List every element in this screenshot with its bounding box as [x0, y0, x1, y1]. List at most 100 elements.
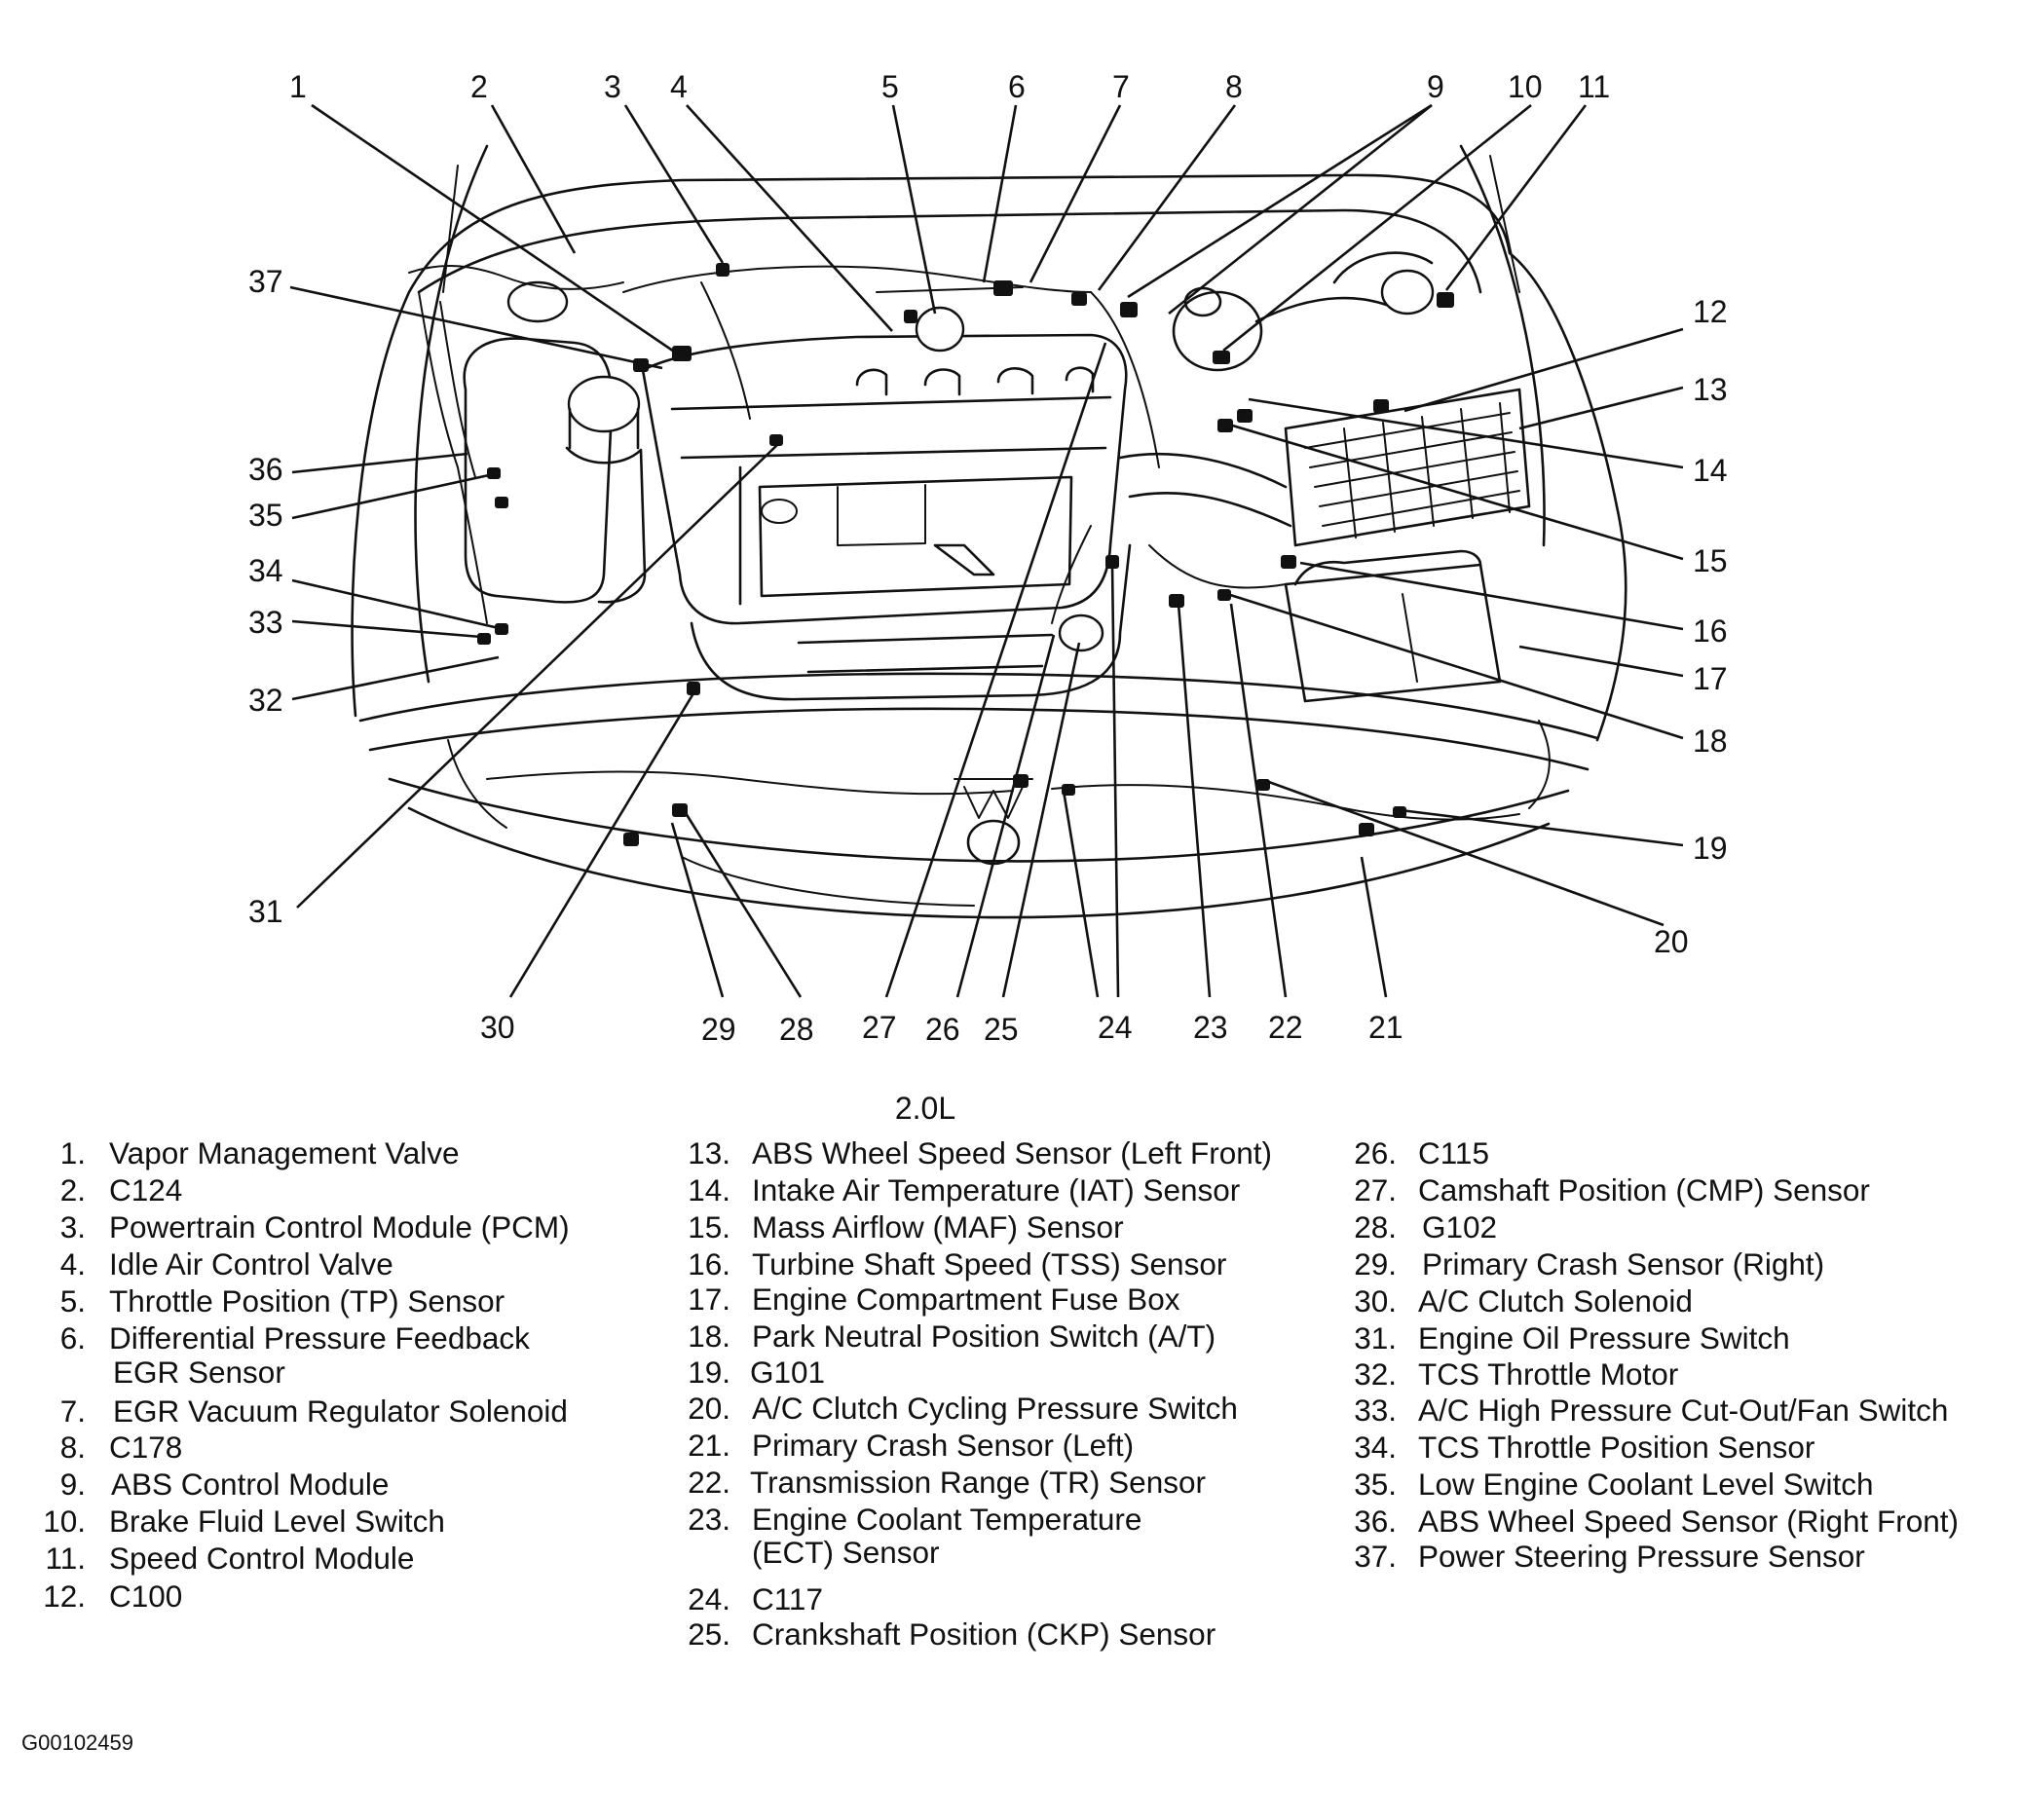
legend-number: 28. [1354, 1209, 1397, 1244]
callout-19: 19 [1693, 831, 1728, 866]
legend-text: EGR Vacuum Regulator Solenoid [113, 1393, 568, 1429]
callout-8: 8 [1225, 69, 1243, 104]
legend-number: 5. [59, 1283, 86, 1319]
legend-text: Vapor Management Valve [109, 1135, 460, 1170]
callout-25: 25 [984, 1012, 1019, 1047]
callout-32: 32 [248, 683, 283, 718]
callout-1: 1 [289, 69, 307, 104]
legend-number: 35. [1354, 1467, 1397, 1502]
legend-text: G102 [1422, 1209, 1498, 1244]
legend-text: Throttle Position (TP) Sensor [109, 1283, 505, 1319]
legend-text: C100 [109, 1579, 183, 1614]
legend-number: 36. [1354, 1504, 1397, 1539]
legend-text: (ECT) Sensor [752, 1535, 940, 1570]
legend-number: 25. [688, 1616, 730, 1652]
callout-29: 29 [701, 1012, 736, 1047]
legend-number: 13. [688, 1135, 730, 1170]
callout-11: 11 [1578, 69, 1610, 104]
legend-number: 30. [1354, 1283, 1397, 1319]
callout-33: 33 [248, 605, 283, 640]
callout-26: 26 [925, 1012, 960, 1047]
legend-number: 6. [59, 1320, 86, 1356]
legend-number: 9. [59, 1467, 86, 1502]
legend-text: Turbine Shaft Speed (TSS) Sensor [752, 1246, 1227, 1281]
legend-number: 31. [1354, 1320, 1397, 1356]
legend-number: 1. [59, 1135, 86, 1170]
callout-22: 22 [1268, 1010, 1303, 1045]
legend-number: 2. [59, 1172, 86, 1207]
legend-number: 18. [688, 1319, 730, 1354]
legend-text: Primary Crash Sensor (Left) [752, 1428, 1135, 1463]
legend-text: TCS Throttle Position Sensor [1418, 1430, 1815, 1465]
legend-text: Power Steering Pressure Sensor [1418, 1539, 1865, 1574]
legend-number: 3. [59, 1209, 86, 1244]
callout-18: 18 [1693, 724, 1728, 759]
legend-text: Mass Airflow (MAF) Sensor [752, 1209, 1124, 1244]
callout-6: 6 [1008, 69, 1026, 104]
callout-9: 9 [1427, 69, 1444, 104]
callout-4: 4 [670, 69, 688, 104]
legend-number: 20. [688, 1391, 730, 1426]
legend-number: 34. [1354, 1430, 1397, 1465]
legend-number: 27. [1354, 1172, 1397, 1207]
legend-text: C124 [109, 1172, 183, 1207]
callout-5: 5 [881, 69, 899, 104]
legend-text: EGR Sensor [113, 1355, 285, 1390]
callout-15: 15 [1693, 543, 1728, 578]
legend-number: 16. [688, 1246, 730, 1281]
callout-23: 23 [1193, 1010, 1228, 1045]
callout-31: 31 [248, 894, 283, 929]
legend-text: Brake Fluid Level Switch [109, 1504, 445, 1539]
legend-number: 14. [688, 1172, 730, 1207]
callout-7: 7 [1112, 69, 1130, 104]
callout-28: 28 [779, 1012, 814, 1047]
legend-text: Primary Crash Sensor (Right) [1422, 1246, 1825, 1281]
callout-21: 21 [1368, 1010, 1403, 1045]
legend-text: Engine Oil Pressure Switch [1418, 1320, 1790, 1356]
callout-17: 17 [1693, 661, 1728, 696]
callout-14: 14 [1693, 453, 1728, 488]
callout-2: 2 [470, 69, 488, 104]
legend-text: Idle Air Control Valve [109, 1246, 393, 1281]
callout-numbers: 1 2 3 4 5 6 7 8 9 10 11 12 13 14 15 16 1… [248, 69, 1728, 1047]
legend-text: C117 [752, 1581, 823, 1616]
legend-text: A/C Clutch Solenoid [1418, 1283, 1693, 1319]
legend-text: ABS Wheel Speed Sensor (Left Front) [752, 1135, 1273, 1170]
engine-label: 2.0L [894, 1091, 956, 1126]
figure-code: G00102459 [21, 1730, 133, 1755]
legend-text: A/C Clutch Cycling Pressure Switch [752, 1391, 1238, 1426]
callout-20: 20 [1654, 924, 1689, 959]
legend-text: Speed Control Module [109, 1541, 415, 1576]
legend-text: C178 [109, 1430, 183, 1465]
legend-number: 29. [1354, 1246, 1397, 1281]
legend-text: Differential Pressure Feedback [109, 1320, 530, 1356]
legend-number: 8. [59, 1430, 86, 1465]
callout-36: 36 [248, 452, 283, 487]
legend-text: Crankshaft Position (CKP) Sensor [752, 1616, 1216, 1652]
legend-number: 22. [688, 1465, 730, 1500]
callout-16: 16 [1693, 613, 1728, 649]
callout-10: 10 [1508, 69, 1543, 104]
engine-illustration [351, 144, 1627, 919]
legend-text: Low Engine Coolant Level Switch [1418, 1467, 1874, 1502]
legend-text: Engine Coolant Temperature [752, 1502, 1142, 1537]
callout-37: 37 [248, 264, 283, 299]
legend-number: 11. [45, 1541, 86, 1576]
legend-text: Powertrain Control Module (PCM) [109, 1209, 570, 1244]
callout-35: 35 [248, 498, 283, 533]
legend-text: Camshaft Position (CMP) Sensor [1418, 1172, 1870, 1207]
legend-text: G101 [750, 1355, 826, 1390]
callout-24: 24 [1098, 1010, 1133, 1045]
legend-number: 19. [688, 1355, 730, 1390]
legend-text: Transmission Range (TR) Sensor [750, 1465, 1206, 1500]
legend-number: 4. [59, 1246, 86, 1281]
legend-text: A/C High Pressure Cut-Out/Fan Switch [1418, 1393, 1949, 1428]
legend-number: 24. [688, 1581, 730, 1616]
legend-number: 7. [59, 1393, 86, 1429]
legend-number: 15. [688, 1209, 730, 1244]
legend-text: Intake Air Temperature (IAT) Sensor [752, 1172, 1241, 1207]
callout-12: 12 [1693, 294, 1728, 329]
legend-text: ABS Control Module [111, 1467, 390, 1502]
legend-number: 26. [1354, 1135, 1397, 1170]
